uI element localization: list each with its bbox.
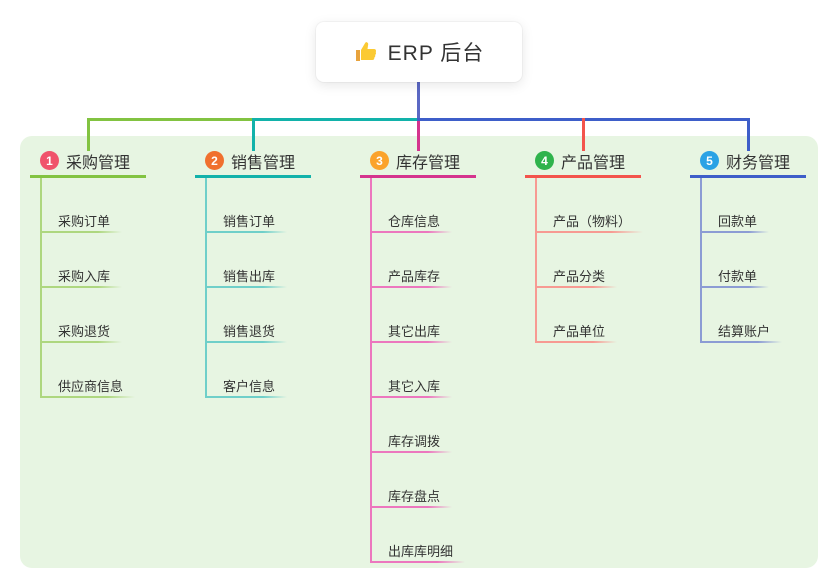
branch-number-badge: 3: [370, 151, 389, 170]
child-node[interactable]: 采购订单: [42, 211, 123, 233]
child-row: 销售订单: [207, 178, 288, 233]
root-node-label: ERP 后台: [387, 42, 485, 65]
branch-node: 1 采购管理 采购订单 采购入库 采购退货 供应商信息: [30, 150, 146, 398]
child-row: 产品分类: [537, 233, 643, 288]
branch-label: 销售管理: [231, 154, 296, 172]
child-row: 仓库信息: [372, 178, 465, 233]
connector-line: [417, 121, 420, 151]
child-row: 其它出库: [372, 288, 465, 343]
branch-node: 2 销售管理 销售订单 销售出库 销售退货 客户信息: [195, 150, 311, 398]
branch-children: 仓库信息 产品库存 其它出库 其它入库 库存调拨 库存盘点 出库库明细: [370, 178, 466, 563]
child-row: 供应商信息: [42, 343, 136, 398]
child-row: 采购入库: [42, 233, 135, 288]
branch-heading[interactable]: 3 库存管理: [360, 150, 476, 178]
child-row: 产品（物料）: [537, 178, 644, 233]
child-node[interactable]: 其它入库: [372, 376, 453, 398]
branch-number-badge: 5: [700, 151, 719, 170]
branch-heading[interactable]: 2 销售管理: [195, 150, 311, 178]
root-node[interactable]: ERP 后台: [316, 22, 522, 82]
child-node[interactable]: 其它出库: [372, 321, 453, 343]
child-node[interactable]: 产品库存: [372, 266, 453, 288]
connector-line: [582, 118, 585, 151]
child-row: 库存调拨: [372, 398, 465, 453]
branch-children: 回款单 付款单 结算账户: [700, 178, 783, 343]
child-node[interactable]: 结算账户: [702, 321, 783, 343]
branch-node: 4 产品管理 产品（物料） 产品分类 产品单位: [525, 150, 644, 343]
child-node[interactable]: 出库库明细: [372, 541, 466, 563]
child-row: 采购订单: [42, 178, 135, 233]
child-row: 结算账户: [702, 288, 783, 343]
child-node[interactable]: 产品分类: [537, 266, 618, 288]
child-row: 采购退货: [42, 288, 135, 343]
child-row: 付款单: [702, 233, 782, 288]
thumbs-up-icon: [354, 40, 378, 64]
branch-label: 财务管理: [726, 154, 791, 172]
connector-line: [252, 118, 255, 151]
child-node[interactable]: 产品（物料）: [537, 211, 644, 233]
connector-line: [252, 118, 420, 121]
branch-children: 产品（物料） 产品分类 产品单位: [535, 178, 644, 343]
child-node[interactable]: 库存盘点: [372, 486, 453, 508]
branch-children: 采购订单 采购入库 采购退货 供应商信息: [40, 178, 136, 398]
connector-line: [87, 118, 90, 151]
child-row: 产品库存: [372, 233, 465, 288]
child-node[interactable]: 产品单位: [537, 321, 618, 343]
branch-heading[interactable]: 5 财务管理: [690, 150, 806, 178]
branch-heading[interactable]: 1 采购管理: [30, 150, 146, 178]
child-row: 回款单: [702, 178, 782, 233]
child-row: 库存盘点: [372, 453, 465, 508]
connector-line: [417, 82, 420, 121]
child-row: 其它入库: [372, 343, 465, 398]
child-node[interactable]: 采购入库: [42, 266, 123, 288]
child-row: 出库库明细: [372, 508, 466, 563]
branch-label: 采购管理: [66, 154, 131, 172]
branch-number-badge: 2: [205, 151, 224, 170]
child-node[interactable]: 客户信息: [207, 376, 288, 398]
child-node[interactable]: 回款单: [702, 211, 770, 233]
branch-label: 产品管理: [561, 154, 626, 172]
connector-line: [747, 118, 750, 151]
branch-label: 库存管理: [396, 154, 461, 172]
child-row: 销售出库: [207, 233, 288, 288]
child-node[interactable]: 付款单: [702, 266, 770, 288]
child-node[interactable]: 仓库信息: [372, 211, 453, 233]
child-node[interactable]: 销售退货: [207, 321, 288, 343]
child-node[interactable]: 采购退货: [42, 321, 123, 343]
child-row: 销售退货: [207, 288, 288, 343]
child-row: 产品单位: [537, 288, 643, 343]
branch-heading[interactable]: 4 产品管理: [525, 150, 641, 178]
child-node[interactable]: 销售订单: [207, 211, 288, 233]
child-node[interactable]: 库存调拨: [372, 431, 453, 453]
branch-number-badge: 1: [40, 151, 59, 170]
branch-children: 销售订单 销售出库 销售退货 客户信息: [205, 178, 288, 398]
child-node[interactable]: 供应商信息: [42, 376, 136, 398]
branch-number-badge: 4: [535, 151, 554, 170]
branch-node: 5 财务管理 回款单 付款单 结算账户: [690, 150, 806, 343]
branches-panel: [20, 136, 818, 568]
child-node[interactable]: 销售出库: [207, 266, 288, 288]
child-row: 客户信息: [207, 343, 288, 398]
branch-node: 3 库存管理 仓库信息 产品库存 其它出库 其它入库 库存调拨 库存盘点 出库库…: [360, 150, 476, 563]
